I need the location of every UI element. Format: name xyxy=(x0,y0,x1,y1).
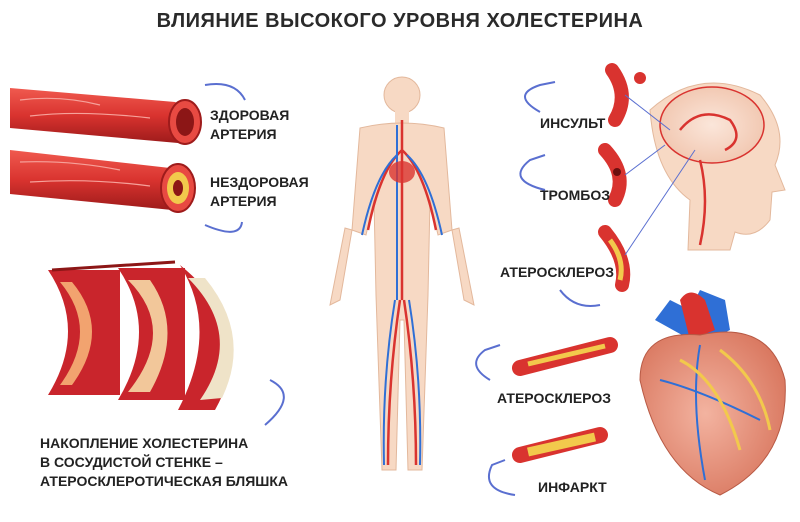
healthy-artery xyxy=(10,88,202,145)
arrow-atherosclerosis-brain xyxy=(559,289,601,307)
unhealthy-artery xyxy=(10,150,196,213)
plaque-cross-section xyxy=(48,260,234,410)
page-title: ВЛИЯНИЕ ВЫСОКОГО УРОВНЯ ХОЛЕСТЕРИНА xyxy=(156,10,644,32)
arrow-stroke xyxy=(524,81,556,113)
stroke-label: ИНСУЛЬТ xyxy=(540,115,606,131)
arrow-unhealthy xyxy=(204,221,243,233)
stroke-artery xyxy=(605,63,646,127)
atherosclerosis-brain-label: АТЕРОСКЛЕРОЗ xyxy=(500,264,614,280)
atherosclerosis-brain-artery xyxy=(598,225,631,292)
head-brain xyxy=(624,82,786,256)
atherosclerosis-heart-label: АТЕРОСКЛЕРОЗ xyxy=(497,390,611,406)
arrow-healthy xyxy=(204,83,246,101)
infarction-artery xyxy=(512,427,608,463)
arrow-plaque xyxy=(264,379,285,426)
arrow-infarction xyxy=(487,459,516,496)
atherosclerosis-heart-artery xyxy=(512,337,618,376)
human-body xyxy=(329,76,475,471)
thrombosis-artery xyxy=(598,143,627,207)
infarction-label: ИНФАРКТ xyxy=(538,479,607,495)
arrow-atherosclerosis-heart xyxy=(475,344,501,381)
thrombosis-label: ТРОМБОЗ xyxy=(540,187,610,203)
heart xyxy=(639,290,786,496)
arrow-thrombosis xyxy=(519,154,546,191)
arrows xyxy=(204,81,601,496)
